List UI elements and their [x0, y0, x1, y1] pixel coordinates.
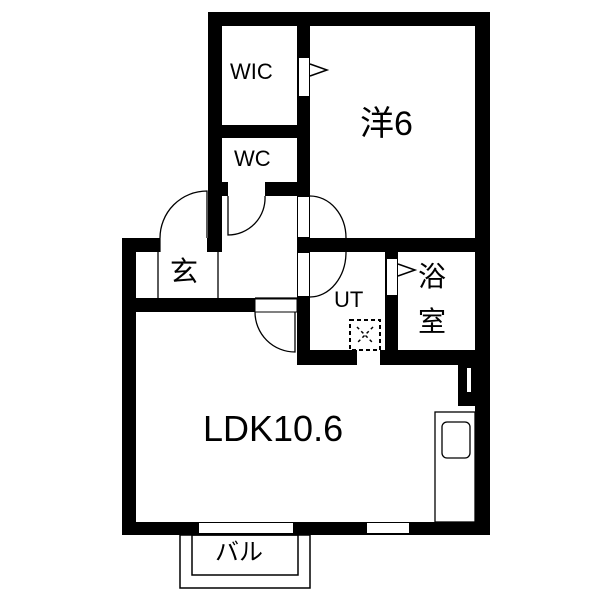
door-wic[interactable] [298, 57, 310, 97]
wall-top [208, 12, 490, 26]
wall-wc-bottom [208, 182, 228, 196]
window-balcony [198, 522, 294, 534]
wall-western-bottom [297, 238, 490, 252]
room-label-entrance: 玄 [170, 256, 199, 287]
door-ut-frame [297, 252, 310, 297]
wall-ut-left [297, 297, 310, 365]
wall-wc-bottom-right [265, 182, 310, 196]
room-label-wic: WIC [230, 59, 273, 84]
door-western-frame [297, 196, 310, 238]
room-label-balcony: バル [215, 539, 263, 566]
window-pillar [466, 367, 472, 393]
room-label-wc: WC [234, 146, 271, 171]
wall-right [475, 12, 490, 535]
room-label-ldk: LDK10.6 [203, 408, 344, 449]
wall-genkan-ldk [122, 298, 255, 312]
wall-entrance-top-left [122, 238, 160, 252]
wall-entrance-top-right [207, 238, 222, 252]
wall-ut-bottom [297, 350, 357, 365]
wall-left-lower [122, 238, 136, 535]
window-bottom-right [366, 522, 410, 534]
room-label-bath-2: 室 [418, 306, 447, 337]
door-bath[interactable] [386, 258, 398, 296]
room-label-utility: UT [334, 287, 364, 312]
wall-wic-bottom [208, 125, 310, 138]
room-label-western: 洋6 [360, 105, 413, 143]
wall-bath-bottom [380, 350, 490, 365]
room-label-bath-1: 浴 [418, 261, 447, 292]
